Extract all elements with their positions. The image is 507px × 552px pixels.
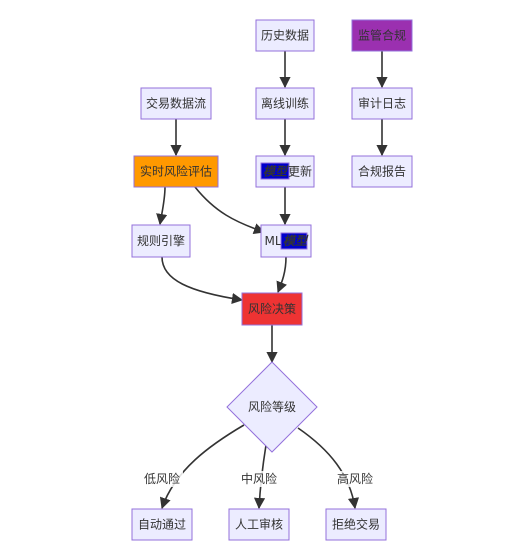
edge-realtime-ml bbox=[194, 186, 266, 235]
node-model-update[interactable]: 模型 更新 bbox=[255, 155, 315, 188]
svg-text:高风险: 高风险 bbox=[337, 471, 373, 486]
node-realtime[interactable]: 实时风险评估 bbox=[133, 155, 219, 188]
svg-text:拒绝交易: 拒绝交易 bbox=[332, 517, 380, 532]
node-history[interactable]: 历史数据 bbox=[255, 19, 315, 52]
svg-text:更新: 更新 bbox=[288, 164, 312, 179]
svg-text:规则引擎: 规则引擎 bbox=[137, 233, 185, 248]
svg-text:监管合规: 监管合规 bbox=[358, 28, 406, 43]
node-compliance[interactable]: 合规报告 bbox=[351, 155, 413, 188]
edge-rules-decision bbox=[161, 256, 244, 305]
svg-text:风险决策: 风险决策 bbox=[248, 301, 296, 316]
edge-realtime-rules bbox=[156, 186, 168, 226]
svg-text:自动通过: 自动通过 bbox=[138, 518, 186, 532]
svg-text:ML: ML bbox=[264, 234, 281, 248]
edge-label-low: 低风险 bbox=[141, 471, 183, 487]
node-decision[interactable]: 风险决策 bbox=[241, 292, 303, 326]
svg-text:人工审核: 人工审核 bbox=[235, 517, 283, 532]
node-ml[interactable]: ML 模型 bbox=[260, 224, 312, 258]
svg-text:交易数据流: 交易数据流 bbox=[146, 96, 206, 111]
edge-label-medium: 中风险 bbox=[238, 471, 280, 487]
svg-text:中风险: 中风险 bbox=[241, 471, 277, 486]
edge-level-reject bbox=[297, 427, 360, 510]
edge-label-high: 高风险 bbox=[334, 471, 376, 487]
svg-text:模型: 模型 bbox=[283, 234, 309, 248]
node-audit[interactable]: 审计日志 bbox=[351, 87, 413, 120]
node-risk-level[interactable]: 风险等级 bbox=[226, 361, 318, 453]
node-rules[interactable]: 规则引擎 bbox=[131, 224, 191, 258]
node-manual-review[interactable]: 人工审核 bbox=[228, 508, 290, 541]
svg-text:模型: 模型 bbox=[263, 165, 289, 179]
svg-text:合规报告: 合规报告 bbox=[358, 164, 406, 179]
model-badge bbox=[280, 232, 308, 250]
node-regulatory[interactable]: 监管合规 bbox=[351, 19, 413, 52]
svg-text:审计日志: 审计日志 bbox=[358, 96, 406, 111]
edge-level-auto bbox=[159, 424, 245, 510]
model-badge bbox=[260, 162, 290, 180]
svg-text:历史数据: 历史数据 bbox=[261, 28, 309, 43]
svg-text:实时风险评估: 实时风险评估 bbox=[140, 164, 212, 179]
node-txstream[interactable]: 交易数据流 bbox=[140, 87, 212, 120]
svg-text:离线训练: 离线训练 bbox=[261, 96, 309, 111]
svg-text:低风险: 低风险 bbox=[144, 471, 180, 486]
svg-text:风险等级: 风险等级 bbox=[248, 399, 296, 414]
node-reject[interactable]: 拒绝交易 bbox=[325, 508, 387, 541]
node-auto-approve[interactable]: 自动通过 bbox=[131, 508, 193, 541]
node-offline[interactable]: 离线训练 bbox=[255, 87, 315, 120]
edge-ml-decision bbox=[276, 256, 287, 294]
